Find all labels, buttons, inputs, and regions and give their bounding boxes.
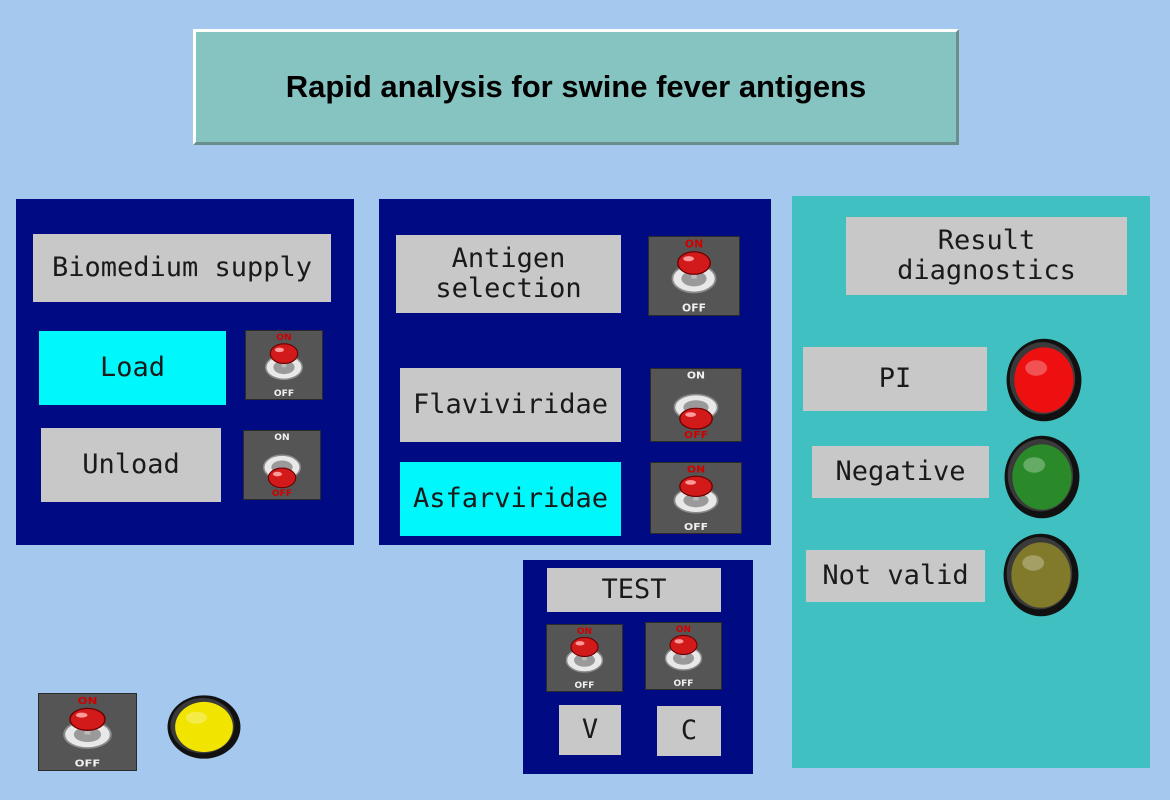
toggle-knob bbox=[69, 707, 106, 731]
lamp-graphic bbox=[1004, 435, 1080, 519]
toggle-off-text: OFF bbox=[575, 681, 595, 691]
test-c-label: C bbox=[657, 706, 721, 756]
asfarviridae-label: Asfarviridae bbox=[400, 462, 621, 536]
test-c-toggle-switch[interactable]: ON OFF bbox=[645, 622, 722, 690]
power-indicator-lamp bbox=[166, 694, 242, 760]
toggle-on-text: ON bbox=[687, 371, 705, 381]
result-label-negative: Negative bbox=[812, 446, 989, 498]
toggle-switch-graphic: ON OFF bbox=[63, 695, 112, 769]
test-v-toggle-switch[interactable]: ON OFF bbox=[546, 624, 623, 692]
toggle-off-text: OFF bbox=[684, 430, 708, 440]
antigen-selection-label: Antigen selection bbox=[396, 235, 621, 313]
test-v-label: V bbox=[559, 705, 621, 755]
toggle-switch-graphic: ON OFF bbox=[671, 239, 717, 315]
toggle-knob bbox=[679, 475, 713, 498]
toggle-on-text: ON bbox=[78, 695, 98, 707]
toggle-on-text: ON bbox=[687, 465, 705, 475]
unload-toggle-switch[interactable]: ON OFF bbox=[243, 430, 321, 500]
result-lamp-not-valid bbox=[1002, 532, 1080, 618]
antigen-selection-toggle-switch[interactable]: ON OFF bbox=[648, 236, 740, 316]
toggle-knob bbox=[677, 251, 711, 275]
lamp-graphic bbox=[1006, 338, 1082, 422]
power-toggle-switch[interactable]: ON OFF bbox=[38, 693, 137, 771]
result-lamp-pi bbox=[1005, 337, 1083, 423]
toggle-off-text: OFF bbox=[674, 679, 694, 689]
toggle-knob bbox=[269, 343, 299, 365]
toggle-on-text: ON bbox=[274, 433, 289, 443]
flaviviridae-label: Flaviviridae bbox=[400, 368, 621, 442]
result-label-pi: PI bbox=[803, 347, 987, 411]
toggle-off-text: OFF bbox=[272, 489, 292, 499]
lamp-graphic bbox=[1003, 533, 1079, 617]
load-toggle-switch[interactable]: ON OFF bbox=[245, 330, 323, 400]
load-label: Load bbox=[39, 331, 226, 405]
test-label: TEST bbox=[547, 568, 721, 612]
page-title: Rapid analysis for swine fever antigens bbox=[193, 29, 959, 145]
result-lamp-negative bbox=[1003, 434, 1081, 520]
toggle-on-text: ON bbox=[577, 627, 592, 637]
toggle-switch-graphic: ON OFF bbox=[673, 371, 719, 441]
result-diagnostics-label: Result diagnostics bbox=[846, 217, 1127, 295]
toggle-off-text: OFF bbox=[75, 757, 101, 769]
toggle-off-text: OFF bbox=[684, 522, 708, 532]
toggle-on-text: ON bbox=[276, 333, 291, 343]
biomedium-supply-label: Biomedium supply bbox=[33, 234, 331, 302]
flaviviridae-toggle-switch[interactable]: ON OFF bbox=[650, 368, 742, 442]
toggle-on-text: ON bbox=[685, 239, 703, 251]
toggle-off-text: OFF bbox=[682, 303, 706, 315]
toggle-switch-graphic: ON OFF bbox=[565, 627, 604, 691]
toggle-knob bbox=[570, 636, 599, 658]
toggle-knob bbox=[267, 467, 297, 489]
result-label-not-valid: Not valid bbox=[806, 550, 985, 602]
toggle-switch-graphic: ON OFF bbox=[664, 625, 703, 689]
toggle-off-text: OFF bbox=[274, 389, 294, 399]
toggle-knob bbox=[679, 407, 713, 430]
toggle-switch-graphic: ON OFF bbox=[263, 433, 301, 499]
toggle-knob bbox=[669, 634, 698, 656]
lamp-graphic bbox=[167, 695, 241, 759]
toggle-switch-graphic: ON OFF bbox=[673, 465, 719, 533]
toggle-on-text: ON bbox=[676, 625, 691, 635]
unload-label: Unload bbox=[41, 428, 221, 502]
asfarviridae-toggle-switch[interactable]: ON OFF bbox=[650, 462, 742, 534]
toggle-switch-graphic: ON OFF bbox=[265, 333, 303, 399]
